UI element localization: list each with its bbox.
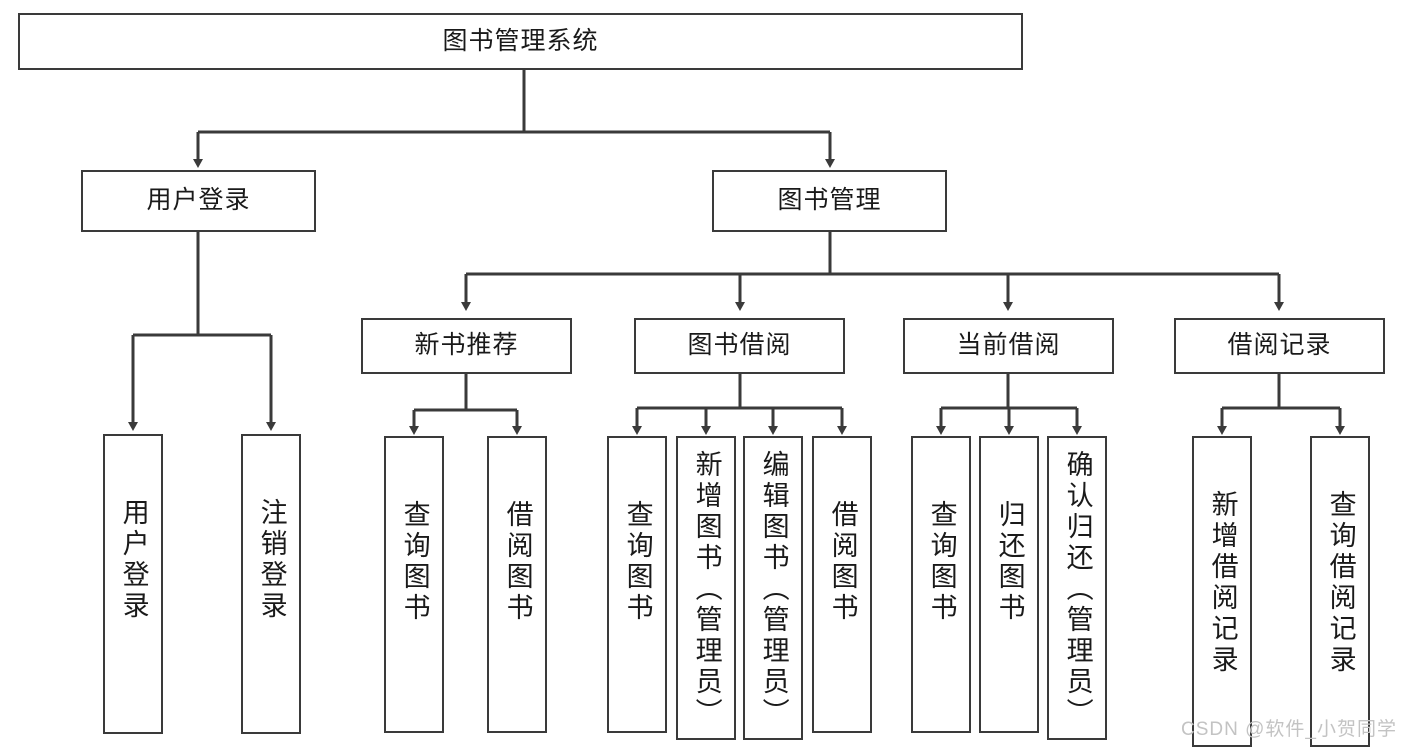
node-leaf-edit-book-admin-label: 编辑图书（管理员） xyxy=(758,450,789,729)
node-book-management-label: 图书管理 xyxy=(777,186,882,215)
node-leaf-user-login-label: 用户登录 xyxy=(118,498,149,622)
node-user-login[interactable]: 用户登录 xyxy=(81,170,316,232)
node-leaf-query-book-newbook[interactable]: 查询图书 xyxy=(384,436,444,733)
node-leaf-query-book-current[interactable]: 查询图书 xyxy=(911,436,971,733)
node-leaf-borrow-book[interactable]: 借阅图书 xyxy=(812,436,872,733)
node-leaf-add-borrow-record-label: 新增借阅记录 xyxy=(1207,490,1238,676)
node-user-login-label: 用户登录 xyxy=(146,186,251,215)
node-leaf-query-book-borrow[interactable]: 查询图书 xyxy=(607,436,667,733)
node-leaf-borrow-book-label: 借阅图书 xyxy=(827,500,858,624)
node-leaf-add-book-admin-label: 新增图书（管理员） xyxy=(691,450,722,729)
node-current-borrow-label: 当前借阅 xyxy=(956,331,1061,360)
node-leaf-user-login[interactable]: 用户登录 xyxy=(103,434,163,734)
node-leaf-query-borrow-record-label: 查询借阅记录 xyxy=(1325,490,1356,676)
node-leaf-borrow-book-newbook-label: 借阅图书 xyxy=(502,500,533,624)
csdn-watermark: CSDN @软件_小贺同学 xyxy=(1181,719,1397,740)
node-leaf-return-book[interactable]: 归还图书 xyxy=(979,436,1039,733)
node-leaf-add-book-admin[interactable]: 新增图书（管理员） xyxy=(676,436,736,740)
node-book-borrow-label: 图书借阅 xyxy=(687,331,792,360)
node-current-borrow[interactable]: 当前借阅 xyxy=(903,318,1114,374)
node-leaf-confirm-return-admin[interactable]: 确认归还（管理员） xyxy=(1047,436,1107,740)
node-book-management[interactable]: 图书管理 xyxy=(712,170,947,232)
node-leaf-edit-book-admin[interactable]: 编辑图书（管理员） xyxy=(743,436,803,740)
node-new-book-recommend[interactable]: 新书推荐 xyxy=(361,318,572,374)
node-leaf-confirm-return-admin-label: 确认归还（管理员） xyxy=(1062,450,1093,729)
node-new-book-recommend-label: 新书推荐 xyxy=(414,331,519,360)
node-leaf-borrow-book-newbook[interactable]: 借阅图书 xyxy=(487,436,547,733)
node-leaf-add-borrow-record[interactable]: 新增借阅记录 xyxy=(1192,436,1252,747)
node-borrow-record[interactable]: 借阅记录 xyxy=(1174,318,1385,374)
node-borrow-record-label: 借阅记录 xyxy=(1227,331,1332,360)
node-leaf-query-book-borrow-label: 查询图书 xyxy=(622,500,653,624)
node-leaf-logout-label: 注销登录 xyxy=(256,498,287,622)
node-leaf-query-book-newbook-label: 查询图书 xyxy=(399,500,430,624)
node-leaf-query-book-current-label: 查询图书 xyxy=(926,500,957,624)
node-root-system-label: 图书管理系统 xyxy=(442,26,599,55)
node-leaf-logout[interactable]: 注销登录 xyxy=(241,434,301,734)
node-book-borrow[interactable]: 图书借阅 xyxy=(634,318,845,374)
node-leaf-query-borrow-record[interactable]: 查询借阅记录 xyxy=(1310,436,1370,747)
node-root-system[interactable]: 图书管理系统 xyxy=(18,13,1023,70)
node-leaf-return-book-label: 归还图书 xyxy=(994,500,1025,624)
